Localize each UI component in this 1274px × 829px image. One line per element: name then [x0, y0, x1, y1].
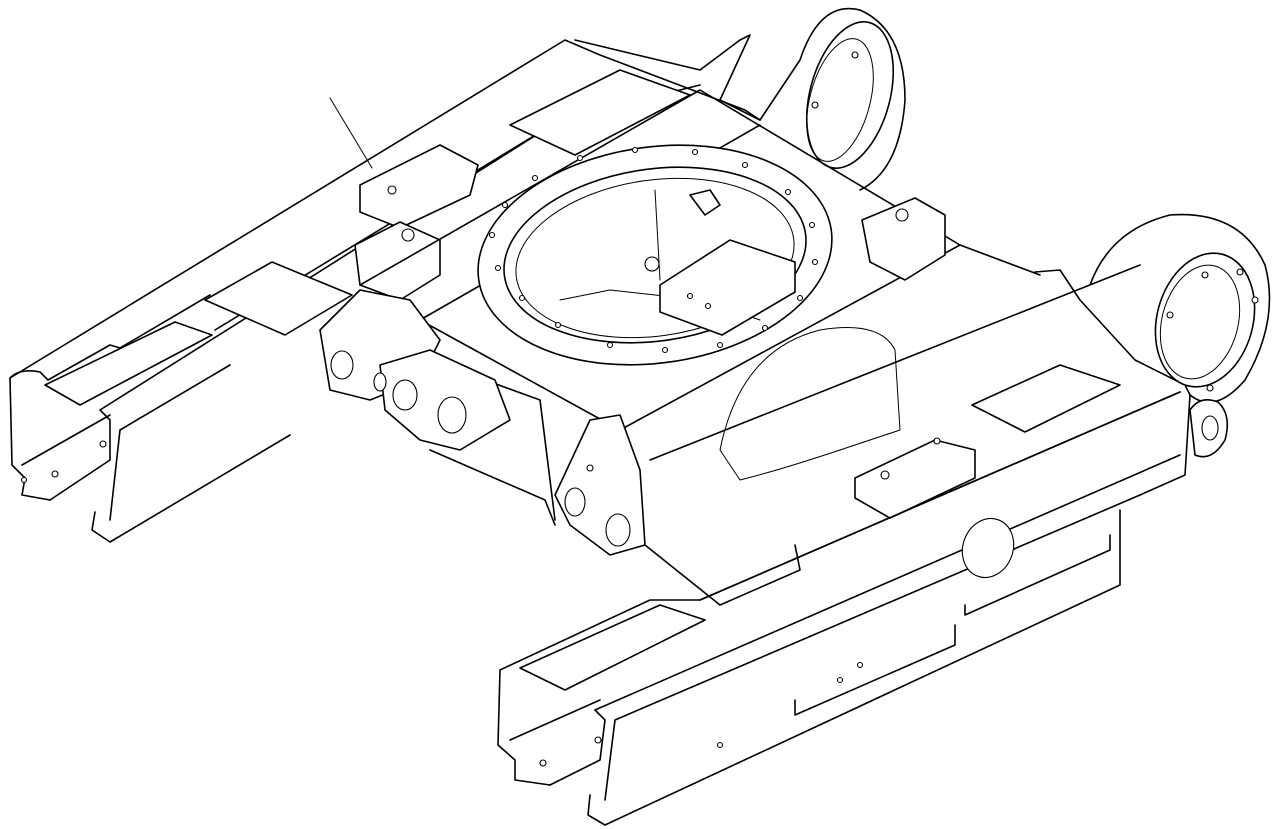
left-rail-pad-3	[509, 69, 691, 156]
center-pad-right	[971, 364, 1121, 433]
swing-circle-bolt-holes	[488, 146, 819, 354]
left-rail-pad-2	[204, 261, 353, 336]
front-boss-assembly	[319, 289, 646, 556]
center-bracket-right	[861, 197, 946, 281]
left-track-rail	[9, 39, 761, 543]
swing-circle-inner-plate	[659, 239, 796, 336]
center-lower-opening	[719, 327, 901, 481]
swing-circle	[477, 144, 833, 366]
left-rail-bracket-2	[354, 221, 441, 301]
leader-line	[329, 97, 373, 169]
lower-idler-bracket	[1034, 213, 1271, 458]
lower-drum-ring	[1154, 252, 1256, 388]
left-rail-bracket-1	[359, 144, 479, 229]
left-rail-pad-1	[44, 321, 213, 406]
right-track-rail	[497, 391, 1191, 826]
right-rail-pad-1	[519, 604, 706, 691]
upper-idler-bracket	[574, 7, 906, 191]
rear-boss-plate	[554, 414, 646, 556]
